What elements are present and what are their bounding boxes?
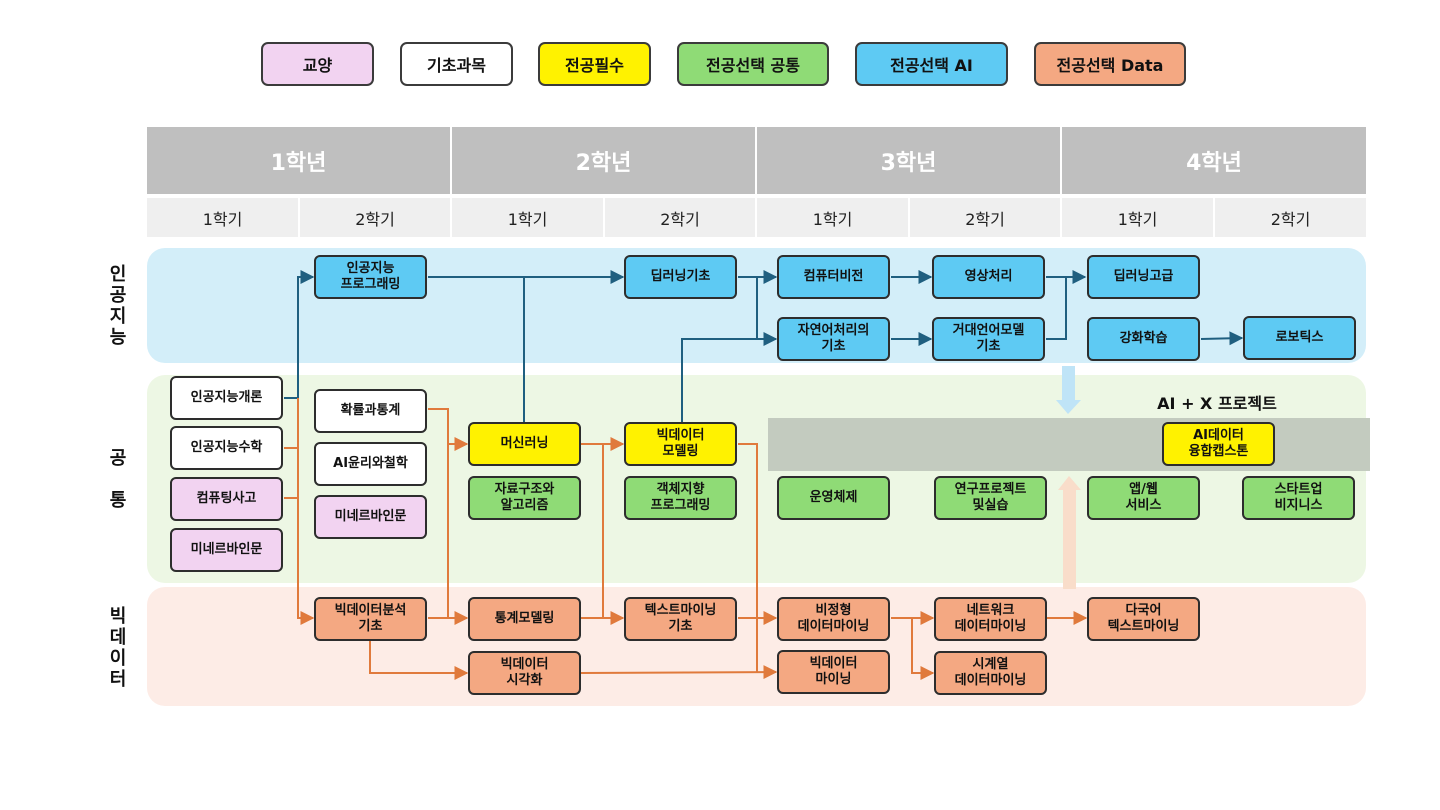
semester-header: 2학기 <box>1215 198 1366 237</box>
legend-data: 전공선택 Data <box>1034 42 1186 86</box>
course-bigdata-visualization: 빅데이터 시각화 <box>468 651 581 695</box>
ai-connectors <box>284 270 1244 423</box>
track-label-data: 빅 데 이 터 <box>109 606 127 690</box>
course-timeseries-data-mining: 시계열 데이터마이닝 <box>934 651 1047 695</box>
project-link-from-ai <box>1062 366 1075 404</box>
semester-header: 1학기 <box>757 198 908 237</box>
course-research-project: 연구프로젝트 및실습 <box>934 476 1047 520</box>
course-unstructured-data-mining: 비정형 데이터마이닝 <box>777 597 890 641</box>
project-title: AI + X 프로젝트 <box>1157 394 1277 413</box>
course-app-web-service: 앱/웹 서비스 <box>1087 476 1200 520</box>
course-oop: 객체지향 프로그래밍 <box>624 476 737 520</box>
track-label-ai: 인 공 지 능 <box>109 264 127 348</box>
semester-header: 1학기 <box>1062 198 1213 237</box>
year-3-header: 3학년 <box>757 127 1060 194</box>
course-computer-vision: 컴퓨터비전 <box>777 255 890 299</box>
legend-required: 전공필수 <box>538 42 651 86</box>
legend-common: 전공선택 공통 <box>677 42 829 86</box>
course-minerva-humanities: 미네르바인문 <box>170 528 283 572</box>
course-computing-thinking: 컴퓨팅사고 <box>170 477 283 521</box>
legend-basic: 기초과목 <box>400 42 513 86</box>
course-operating-systems: 운영체제 <box>777 476 890 520</box>
course-deep-learning-basics: 딥러닝기초 <box>624 255 737 299</box>
project-link-from-data <box>1063 486 1076 589</box>
course-data-structures: 자료구조와 알고리즘 <box>468 476 581 520</box>
semester-header: 1학기 <box>147 198 298 237</box>
course-bigdata-mining: 빅데이터 마이닝 <box>777 650 890 694</box>
course-bigdata-modeling: 빅데이터 모델링 <box>624 422 737 466</box>
legend-ai: 전공선택 AI <box>855 42 1008 86</box>
course-startup-business: 스타트업 비지니스 <box>1242 476 1355 520</box>
course-ai-math: 인공지능수학 <box>170 426 283 470</box>
course-nlp-basics: 자연어처리의 기초 <box>777 317 890 361</box>
course-network-data-mining: 네트워크 데이터마이닝 <box>934 597 1047 641</box>
course-ai-programming: 인공지능 프로그래밍 <box>314 255 427 299</box>
course-ai-ethics: AI윤리와철학 <box>314 442 427 486</box>
track-label-common: 공 통 <box>109 448 127 511</box>
course-reinforcement-learning: 강화학습 <box>1087 317 1200 361</box>
project-link-from-ai-head <box>1056 400 1081 414</box>
semester-header: 1학기 <box>452 198 603 237</box>
course-image-processing: 영상처리 <box>932 255 1045 299</box>
course-text-mining-basics: 텍스트마이닝 기초 <box>624 597 737 641</box>
semester-header: 2학기 <box>605 198 755 237</box>
year-4-header: 4학년 <box>1062 127 1366 194</box>
course-robotics: 로보틱스 <box>1243 316 1356 360</box>
course-minerva-humanities: 미네르바인문 <box>314 495 427 539</box>
course-llm-basics: 거대언어모델 기초 <box>932 317 1045 361</box>
legend-general: 교양 <box>261 42 374 86</box>
course-machine-learning: 머신러닝 <box>468 422 581 466</box>
year-2-header: 2학년 <box>452 127 755 194</box>
course-ai-data-capstone: AI데이터 융합캡스톤 <box>1162 422 1275 466</box>
course-statistical-modeling: 통계모델링 <box>468 597 581 641</box>
course-probability-statistics: 확률과통계 <box>314 389 427 433</box>
course-multilingual-text-mining: 다국어 텍스트마이닝 <box>1087 597 1200 641</box>
year-1-header: 1학년 <box>147 127 450 194</box>
project-link-from-data-head <box>1058 476 1081 490</box>
data-connectors <box>284 398 1088 680</box>
semester-header: 2학기 <box>910 198 1060 237</box>
course-ai-intro: 인공지능개론 <box>170 376 283 420</box>
course-bigdata-analysis: 빅데이터분석 기초 <box>314 597 427 641</box>
semester-header: 2학기 <box>300 198 450 237</box>
course-deep-learning-advanced: 딥러닝고급 <box>1087 255 1200 299</box>
